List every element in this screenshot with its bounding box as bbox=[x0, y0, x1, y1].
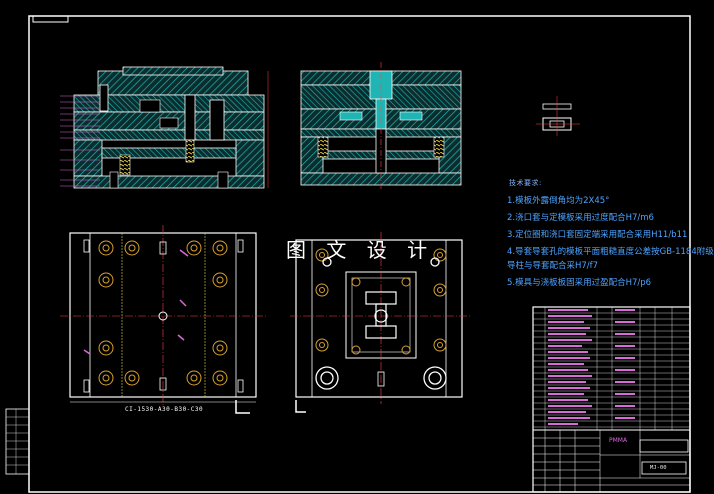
plan-view-fixed-half bbox=[290, 232, 470, 413]
technical-note-4: 4.导套导套孔的模板平面粗糙直度公差按GB-1184附级 bbox=[507, 247, 714, 257]
section-view-b bbox=[300, 62, 462, 190]
technical-note-3: 3.定位圈和浇口套固定端采用配合采用H11/b11 bbox=[507, 230, 688, 240]
technical-note-2: 2.浇口套与定模板采用过度配合H7/m6 bbox=[507, 213, 654, 223]
revision-strip bbox=[5, 408, 30, 475]
cad-drawing-sheet: 图 文 设 计 技术要求: 1.模板外露倒角均为2X45° 2.浇口套与定模板采… bbox=[5, 15, 714, 493]
watermark-text: 图 文 设 计 bbox=[286, 238, 435, 262]
sheet-frame bbox=[28, 15, 691, 493]
title-block-drawing-number: MJ-00 bbox=[650, 465, 667, 471]
title-block bbox=[532, 306, 691, 493]
detail-view bbox=[536, 96, 580, 136]
drawing-canvas bbox=[5, 15, 691, 493]
title-block-part-name: PMMA bbox=[609, 437, 628, 444]
technical-note-5: 5.模具与浇板板固采用过盈配合H7/p6 bbox=[507, 278, 652, 288]
plan-view-code-label: CI-1530-A30-B30-C30 bbox=[125, 406, 204, 413]
technical-requirements-title: 技术要求: bbox=[509, 179, 542, 187]
frame-tag bbox=[32, 15, 69, 23]
technical-note-1: 1.模板外露倒角均为2X45° bbox=[507, 196, 610, 206]
technical-note-4b: 导柱与导套配合采H7/f7 bbox=[507, 261, 599, 271]
section-view-a bbox=[60, 66, 269, 189]
plan-view-moving-half bbox=[60, 225, 266, 414]
